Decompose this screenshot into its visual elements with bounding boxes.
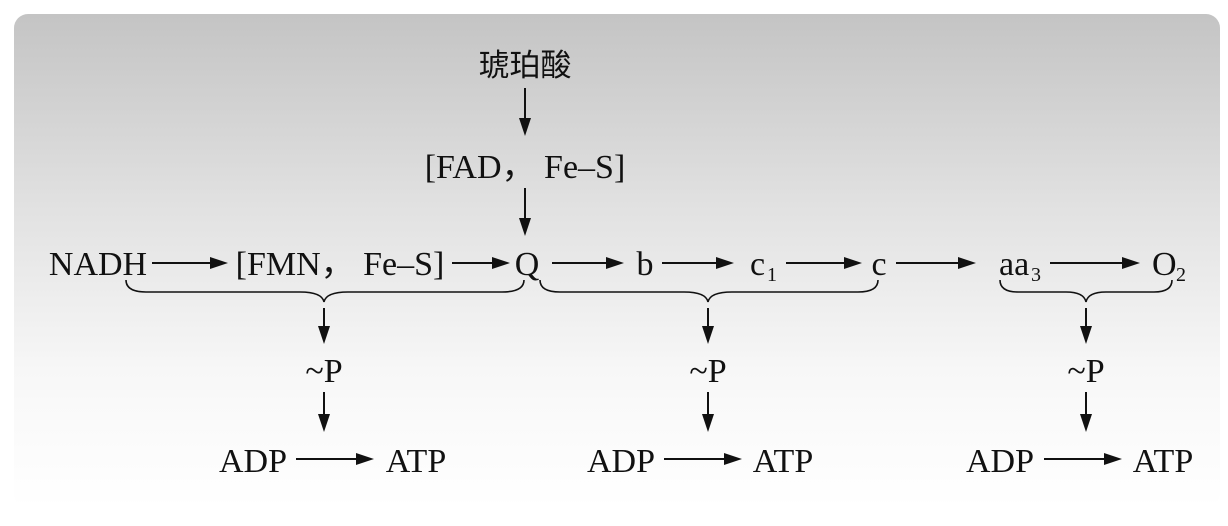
svg-text:2: 2 (1176, 264, 1186, 286)
arrow-site1-to-phosphate (318, 308, 330, 344)
cytochrome-b-label: b (637, 246, 654, 283)
brace-complex-2 (539, 279, 879, 303)
arrow-phosphate1-down (318, 392, 330, 432)
phosphate-label-2: ~P (689, 353, 726, 390)
atp-label-3: ATP (1133, 443, 1193, 480)
brace-complex-3 (999, 279, 1173, 303)
adp-label-1: ADP (219, 443, 287, 480)
arrow-adp2-to-atp2 (664, 453, 742, 465)
phosphate-label-3: ~P (1067, 353, 1104, 390)
arrow-b-to-c1 (662, 257, 734, 269)
oxygen-label: O 2 (1152, 246, 1186, 286)
arrow-succinate-to-fad (519, 88, 531, 136)
arrow-fmn-to-q (452, 257, 510, 269)
svg-text:3: 3 (1031, 264, 1041, 286)
svg-text:1: 1 (767, 264, 777, 286)
adp-label-2: ADP (587, 443, 655, 480)
arrow-nadh-to-fmn (152, 257, 228, 269)
brace-complex-1 (125, 279, 525, 303)
arrow-c1-to-c (786, 257, 862, 269)
arrow-adp1-to-atp1 (296, 453, 374, 465)
arrow-adp3-to-atp3 (1044, 453, 1122, 465)
arrow-aa3-to-o2 (1050, 257, 1140, 269)
fmn-fes-label: [FMN， Fe–S] (236, 246, 445, 283)
arrow-phosphate2-down (702, 392, 714, 432)
fad-fes-label: [FAD， Fe–S] (425, 149, 626, 186)
svg-text:aa: aa (999, 246, 1029, 283)
arrow-phosphate3-down (1080, 392, 1092, 432)
arrow-c-to-aa3 (896, 257, 976, 269)
arrow-fad-to-q (519, 188, 531, 236)
arrow-site2-to-phosphate (702, 308, 714, 344)
atp-label-1: ATP (386, 443, 446, 480)
phosphate-label-1: ~P (305, 353, 342, 390)
adp-label-3: ADP (966, 443, 1034, 480)
atp-label-2: ATP (753, 443, 813, 480)
arrow-q-to-b (552, 257, 624, 269)
svg-text:c: c (750, 246, 765, 283)
nadh-label: NADH (49, 246, 147, 283)
cytochrome-aa3-label: aa 3 (999, 246, 1041, 286)
succinate-label: 琥珀酸 (479, 48, 572, 84)
cytochrome-c1-label: c 1 (750, 246, 777, 286)
svg-text:O: O (1152, 246, 1177, 283)
cytochrome-c-label: c (871, 246, 886, 283)
arrow-site3-to-phosphate (1080, 308, 1092, 344)
q-label: Q (515, 246, 540, 283)
